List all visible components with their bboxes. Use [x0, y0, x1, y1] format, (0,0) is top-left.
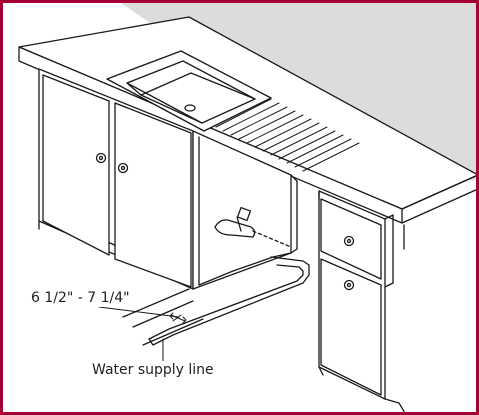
drawer-bottom — [320, 258, 382, 396]
sink-drain — [184, 104, 196, 112]
water-supply-line-label: Water supply line — [90, 361, 216, 379]
gap-measurement-arrow — [98, 306, 187, 324]
door-knobs — [95, 152, 129, 174]
floor-lines — [122, 288, 204, 346]
sink-cabinet — [38, 68, 194, 290]
cabinet-door-left — [42, 74, 110, 256]
drainboard-grooves — [215, 98, 360, 172]
drawer-knobs — [343, 235, 355, 291]
drawer-cabinet — [318, 190, 406, 412]
kitchen-installation-diagram — [18, 3, 476, 412]
cabinet-door-right — [114, 102, 192, 288]
gap-measurement-label: 6 1/2" - 7 1/4" — [29, 289, 132, 307]
shutoff-valve-icon — [214, 206, 292, 248]
